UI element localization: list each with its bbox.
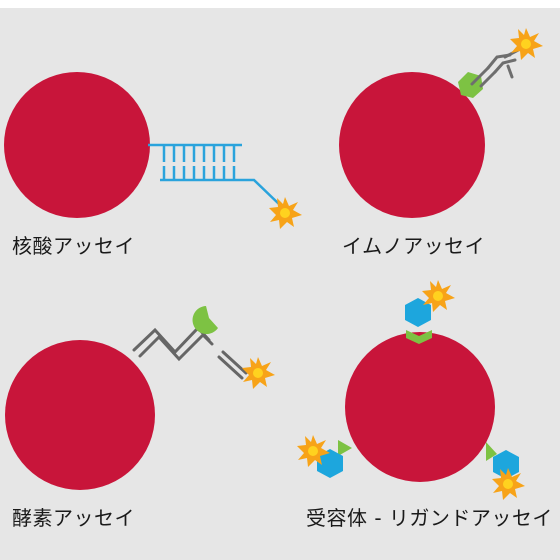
receptor-top (405, 280, 455, 344)
receptor-ligand-assay-label: 受容体 - リガンドアッセイ (306, 506, 553, 530)
enzyme-panel (5, 306, 275, 490)
fluorescent-label-star (510, 28, 543, 60)
antibody (470, 46, 524, 88)
bead (345, 332, 495, 482)
nucleic-acid-panel (4, 72, 302, 229)
immunoassay-panel (339, 28, 543, 218)
receptor-ligand-panel (297, 280, 525, 500)
bead (339, 72, 485, 218)
nucleic-acid-assay-label: 核酸アッセイ (12, 234, 135, 258)
enzyme-substrate-chain (132, 325, 248, 380)
top-band (0, 0, 560, 8)
fluorescent-label-star (269, 197, 302, 229)
immunoassay-label: イムノアッセイ (342, 234, 486, 258)
bead (4, 72, 150, 218)
dna-probe (148, 143, 281, 206)
bead (5, 340, 155, 490)
enzyme-assay-label: 酵素アッセイ (12, 506, 135, 530)
receptor-right (486, 442, 525, 500)
enzyme-pacman (192, 306, 218, 334)
receptor-left (297, 435, 352, 478)
